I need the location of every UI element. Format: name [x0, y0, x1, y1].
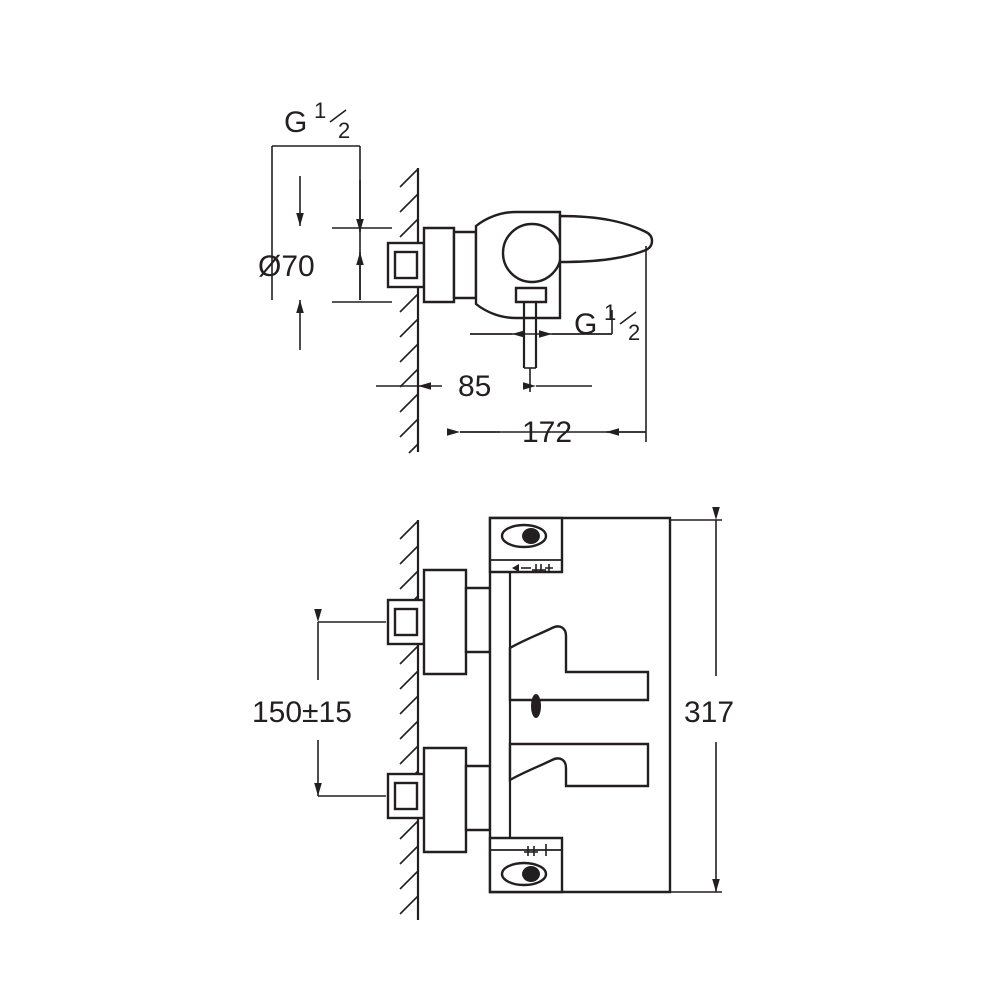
label-g-numerator: 1: [314, 98, 326, 123]
label-escutcheon-diameter: Ø70: [258, 250, 315, 283]
label-projection-172: 172: [522, 416, 572, 449]
top-view-group: [271, 145, 654, 454]
dim-inlet-thread-top: [271, 145, 364, 350]
front-view-group: [314, 507, 722, 920]
label-inlet-centres-150: 150±15: [252, 696, 352, 729]
mixer-body-top: [474, 210, 654, 320]
dim-overall-height-317: [670, 507, 722, 893]
label-g-denominator: 2: [338, 118, 350, 143]
inlet-union-top: [386, 226, 478, 304]
dim-inlet-centres-150: [314, 609, 386, 797]
upper-inlet-union-front: [386, 568, 492, 676]
label-g-main: G: [284, 106, 307, 139]
lower-inlet-union-front: [386, 746, 492, 854]
label-g2-denominator: 2: [628, 320, 640, 345]
dim-escutcheon-diameter: [332, 227, 392, 303]
dim-spout-85: [376, 368, 592, 392]
dim-projection-172: [447, 246, 647, 442]
label-g2-numerator: 1: [604, 300, 616, 325]
label-inlet-thread-top: G 1 2: [284, 98, 350, 143]
label-outlet-thread: G 1 2: [574, 300, 640, 345]
label-g2-main: G: [574, 308, 597, 341]
label-spout-85: 85: [458, 370, 491, 403]
mixer-body-front: [488, 516, 672, 894]
label-overall-height-317: 317: [684, 696, 734, 729]
dim-outlet-thread: [470, 310, 613, 338]
cap-symbols: [512, 564, 553, 856]
